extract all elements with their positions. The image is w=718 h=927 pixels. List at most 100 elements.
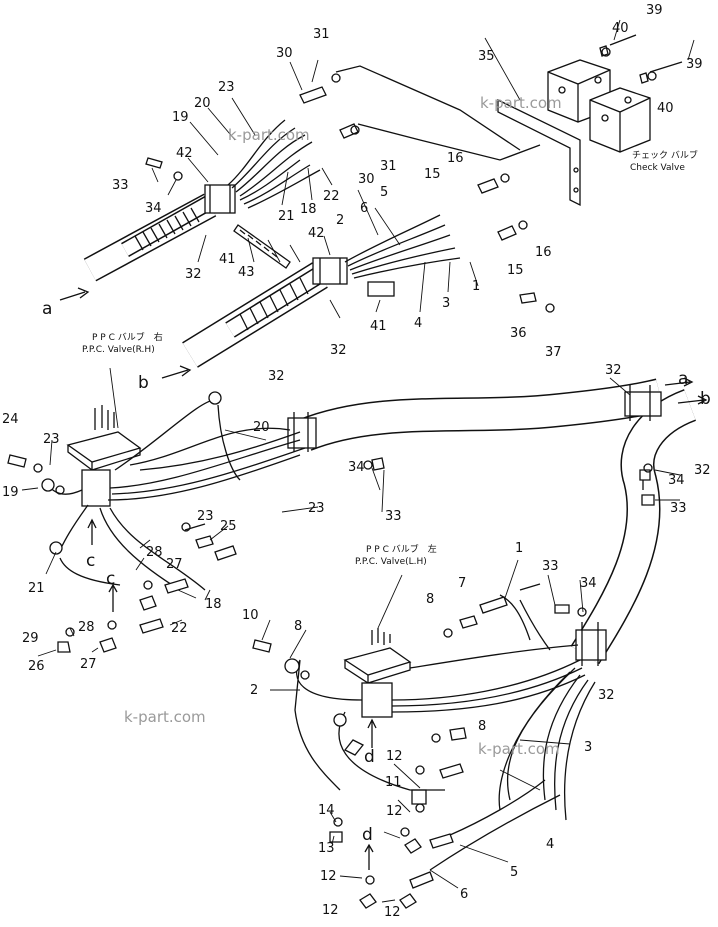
view-arrows xyxy=(59,287,708,870)
callout-3-a: 3 xyxy=(442,296,450,311)
upper-fittings xyxy=(145,34,683,313)
arrow-label-b-lower: b xyxy=(700,389,711,409)
main-hose-b xyxy=(570,389,697,665)
callout-24: 25 xyxy=(220,519,237,534)
callout-34-b: 33 xyxy=(385,509,402,524)
check-valve-label-jp: チェック バルブ xyxy=(632,149,698,161)
callout-35-d: 34 xyxy=(580,576,597,591)
lower-fittings xyxy=(7,391,655,909)
callout-5-a: 5 xyxy=(380,185,388,200)
callout-32-b: 31 xyxy=(380,159,397,174)
callout-16-a: 15 xyxy=(424,167,441,182)
callout-33-f: 32 xyxy=(598,688,615,703)
callout-39-b: 39 xyxy=(686,57,703,72)
callout-25-b: 23 xyxy=(197,509,214,524)
callout-27-b: 27 xyxy=(80,657,97,672)
callout-31-a: 30 xyxy=(276,46,293,61)
callout-11-b: 12 xyxy=(384,905,401,920)
callout-41-a: 41 xyxy=(219,252,236,267)
callout-13-c: 12 xyxy=(320,869,337,884)
callout-34-a: 33 xyxy=(112,178,129,193)
callout-17-a: 16 xyxy=(447,151,464,166)
callout-19-a: 19 xyxy=(172,110,189,125)
arrow-label-a-lower: a xyxy=(678,369,688,389)
upper-hose-bundle-a xyxy=(83,119,321,282)
ppc-lh-label-jp: P P C バルブ 左 xyxy=(366,543,437,555)
callout-23-b: 23 xyxy=(308,501,325,516)
callout-43: 43 xyxy=(238,265,255,280)
callout-37: 36 xyxy=(510,326,527,341)
ppc-rh-label-en: P.P.C. Valve(R.H) xyxy=(82,345,155,355)
callout-13-a: 12 xyxy=(386,749,403,764)
callout-12: 11 xyxy=(385,775,402,790)
callout-4-a: 4 xyxy=(414,316,422,331)
callout-2-a: 2 xyxy=(336,213,344,228)
callout-3-b: 3 xyxy=(584,740,592,755)
callout-4-b: 4 xyxy=(546,837,554,852)
callout-33-a: 32 xyxy=(185,267,202,282)
callout-39-a: 39 xyxy=(646,3,663,18)
arrow-label-d-upper: d xyxy=(364,747,375,767)
ppc-lh-label-en: P.P.C. Valve(L.H) xyxy=(355,557,427,567)
check-valve-label-en: Check Valve xyxy=(630,163,685,173)
callout-30: 29 xyxy=(22,631,39,646)
callout-41-b: 41 xyxy=(370,319,387,334)
callout-33-e: 32 xyxy=(694,463,711,478)
ppc-valve-lh xyxy=(294,594,596,821)
callout-22-b: 22 xyxy=(171,621,188,636)
watermark-1: k-part.com xyxy=(480,94,562,112)
callout-34-d: 33 xyxy=(542,559,559,574)
arrow-label-d-lower: d xyxy=(362,825,373,845)
callout-28-b: 28 xyxy=(78,620,95,635)
callout-19-b: 19 xyxy=(2,485,19,500)
ppc-rh-label-jp: P P C バルブ 右 xyxy=(92,331,163,343)
callout-35-b: 34 xyxy=(348,460,365,475)
callout-20-a: 20 xyxy=(194,96,211,111)
callout-7: 7 xyxy=(458,576,466,591)
main-hose-a xyxy=(298,378,665,451)
callout-2-b: 2 xyxy=(250,683,258,698)
arrow-label-c-upper: c xyxy=(86,551,95,571)
callout-28-a: 28 xyxy=(146,545,163,560)
callout-6-b: 6 xyxy=(460,887,468,902)
callout-1-a: 1 xyxy=(472,279,480,294)
watermark-2: k-part.com xyxy=(228,126,310,144)
callout-36: 35 xyxy=(478,49,495,64)
callout-numbers: 31 30 23 20 19 42 33 34 21 18 22 30 31 3… xyxy=(2,3,711,920)
callout-11-a: 12 xyxy=(322,903,339,918)
callout-16-b: 15 xyxy=(507,263,524,278)
callout-27-a: 27 xyxy=(166,557,183,572)
callout-35-a: 34 xyxy=(145,201,162,216)
callout-21-b: 21 xyxy=(28,581,45,596)
watermark-3: k-part.com xyxy=(124,708,206,726)
callout-29: 26 xyxy=(28,659,45,674)
clamp-plate-41 xyxy=(233,224,395,297)
callout-14: 13 xyxy=(318,841,335,856)
callout-8-a: 8 xyxy=(426,592,434,607)
callout-18-a: 18 xyxy=(300,202,317,217)
callout-5-b: 5 xyxy=(510,865,518,880)
callout-20-b: 20 xyxy=(253,420,270,435)
text-labels: チェック バルブ Check Valve P P C バルブ 右 P.P.C. … xyxy=(42,94,711,845)
callout-42-a: 42 xyxy=(176,146,193,161)
callout-38: 37 xyxy=(545,345,562,360)
callout-10: 10 xyxy=(242,608,259,623)
arrow-label-a-upper: a xyxy=(42,299,52,319)
callout-21-a: 21 xyxy=(278,209,295,224)
callout-33-d: 32 xyxy=(605,363,622,378)
callout-34-c: 33 xyxy=(670,501,687,516)
callout-8-c: 8 xyxy=(478,719,486,734)
callout-13-b: 12 xyxy=(386,804,403,819)
callout-22-a: 22 xyxy=(323,189,340,204)
callout-23-a: 23 xyxy=(218,80,235,95)
callout-15: 14 xyxy=(318,803,335,818)
callout-32-a: 31 xyxy=(313,27,330,42)
callout-6-a: 6 xyxy=(360,201,368,216)
check-valve-assembly xyxy=(497,59,651,207)
callout-17-b: 16 xyxy=(535,245,552,260)
leader-lines xyxy=(21,19,695,903)
callout-18-b: 18 xyxy=(205,597,222,612)
arrow-label-b-upper: b xyxy=(138,373,149,393)
